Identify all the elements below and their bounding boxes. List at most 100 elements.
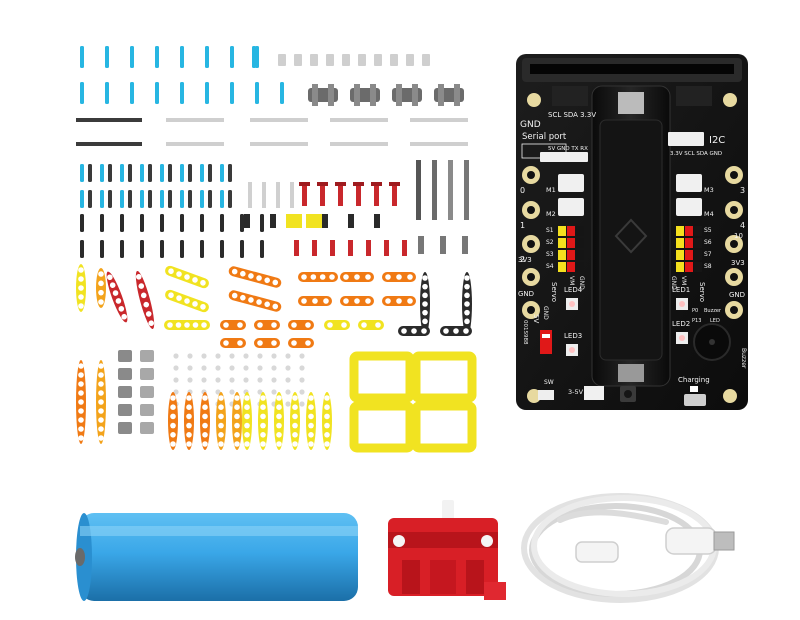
- pin-part: [462, 236, 468, 254]
- connector-part: [278, 56, 286, 66]
- pin-part: [200, 164, 204, 182]
- controller-board: SCL SDA 3.3V GND Serial port 5V GND TX R…: [516, 54, 748, 410]
- beam-hole: [361, 322, 367, 328]
- connector-part: [374, 56, 382, 66]
- beam-hole: [98, 381, 104, 387]
- mount-hole: [527, 93, 541, 107]
- rod-part: [410, 118, 468, 122]
- beam-hole: [324, 422, 330, 429]
- beam-hole: [78, 390, 84, 396]
- stud-part: [257, 365, 263, 371]
- beam-hole: [264, 301, 270, 308]
- gnd-5v-label: GND: [542, 306, 549, 320]
- beam-hole: [170, 395, 176, 401]
- beam-hole: [234, 432, 240, 438]
- usb-cable: [521, 493, 735, 603]
- s1-label: S1: [546, 227, 554, 234]
- pin-part: [205, 46, 209, 68]
- beam-hole: [186, 404, 192, 411]
- servo-pin: [567, 262, 575, 272]
- stud-part: [299, 353, 305, 359]
- pin-part: [88, 164, 92, 182]
- pin-part: [255, 82, 259, 104]
- stud-part: [271, 353, 277, 359]
- beam-hole: [244, 404, 250, 411]
- s3-label: S3: [546, 251, 554, 258]
- pin-part: [205, 82, 209, 104]
- pin-part: [88, 190, 92, 208]
- beam-hole: [145, 311, 152, 317]
- beam-hole: [244, 422, 250, 429]
- connector-part: [118, 422, 132, 434]
- beam-hole: [202, 422, 208, 429]
- power-switch: [538, 390, 554, 400]
- port-label: 3: [740, 186, 745, 195]
- red-pin-part: [299, 182, 310, 186]
- i2c-pins-label: 3.3V SCL SDA GND: [670, 151, 722, 157]
- pin-part: [230, 82, 234, 104]
- beam-hole: [202, 432, 208, 438]
- beam-hole: [170, 422, 176, 429]
- beam-hole: [244, 441, 250, 447]
- port-label: 2: [520, 255, 525, 264]
- servo-pin: [694, 226, 702, 236]
- pin-part: [188, 190, 192, 208]
- stud-part: [215, 389, 221, 395]
- red-pin-part: [294, 240, 299, 256]
- pin-part: [260, 214, 264, 232]
- beam-hole: [175, 322, 182, 328]
- battery-connector: [584, 386, 604, 400]
- pin-part: [100, 240, 104, 258]
- mount-hole: [723, 389, 737, 403]
- beam-hole: [168, 292, 174, 298]
- stud-part: [229, 353, 235, 359]
- beam-hole: [218, 413, 224, 420]
- beam-hole: [167, 322, 173, 328]
- stud-part: [215, 353, 221, 359]
- beam-hole: [234, 413, 240, 420]
- rod-part: [166, 118, 224, 122]
- stud-part: [243, 353, 249, 359]
- port-label: 0: [520, 186, 525, 195]
- beam-hole: [422, 283, 428, 290]
- connector-part: [294, 56, 302, 66]
- beam-part: [298, 272, 338, 282]
- axle-connector-part: [396, 84, 402, 106]
- beam-hole: [354, 274, 360, 280]
- building-parts: [76, 46, 477, 453]
- connector-part: [390, 56, 398, 66]
- beam-hole: [292, 404, 298, 411]
- buzzer-bottom-label: Buzzer: [740, 348, 747, 369]
- stud-part: [257, 353, 263, 359]
- pin-part: [100, 214, 104, 232]
- beam-hole: [385, 298, 391, 304]
- mount-hole: [527, 389, 541, 403]
- beam-hole: [292, 395, 298, 401]
- connector-part: [406, 56, 414, 66]
- beam-hole: [422, 292, 428, 299]
- beam-hole: [234, 395, 240, 401]
- rod-part: [76, 142, 142, 146]
- beam-hole: [98, 271, 104, 277]
- beam-hole: [256, 275, 262, 281]
- stud-part: [299, 365, 305, 371]
- pin-part: [220, 214, 224, 232]
- stud-part: [299, 389, 305, 395]
- pin-part: [108, 190, 112, 208]
- red-pin-part: [389, 182, 400, 186]
- beam-hole: [396, 298, 402, 304]
- pin-part: [140, 164, 144, 182]
- beam-hole: [121, 313, 127, 320]
- beam-hole: [98, 408, 104, 414]
- vm-label-right: VM: [680, 276, 687, 285]
- beam-hole: [343, 298, 349, 304]
- pin-part: [80, 240, 84, 258]
- beam-hole: [464, 301, 470, 307]
- servo-pin: [558, 226, 566, 236]
- beam-hole: [234, 422, 240, 429]
- connector-part: [422, 56, 430, 66]
- beam-part: [135, 270, 155, 330]
- beam-part: [96, 268, 106, 308]
- beam-hole: [305, 322, 311, 328]
